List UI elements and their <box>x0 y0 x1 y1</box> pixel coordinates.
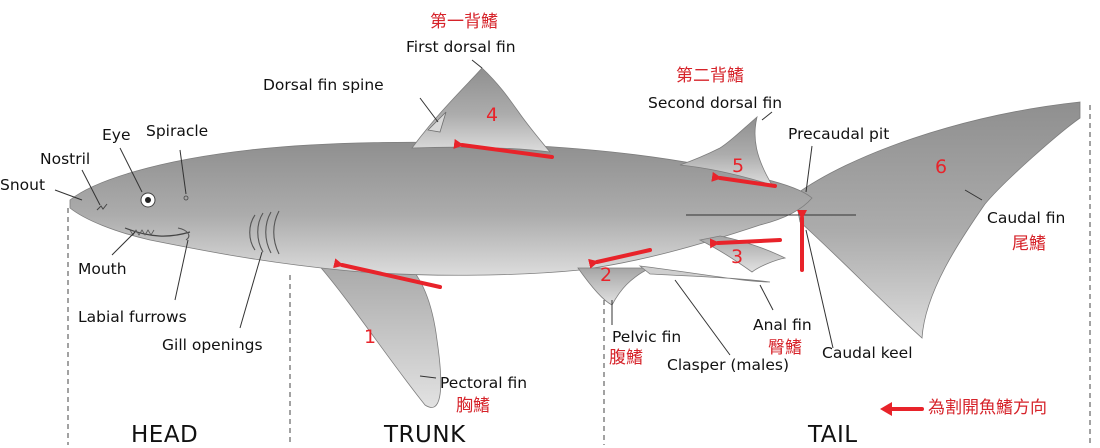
label-clasper: Clasper (males) <box>667 358 789 374</box>
fin-number-3: 3 <box>731 248 743 267</box>
pelvic-fin-shape <box>578 268 650 305</box>
label-zh-first-dorsal-fin: 第一背鰭 <box>430 14 498 31</box>
legend: 為割開魚鰭方向 <box>878 400 1047 417</box>
label-zh-pectoral-fin: 胸鰭 <box>456 398 490 415</box>
label-pectoral-fin: Pectoral fin <box>440 376 527 392</box>
label-snout: Snout <box>0 178 45 194</box>
label-nostril: Nostril <box>40 152 90 168</box>
label-first-dorsal-fin: First dorsal fin <box>406 40 516 56</box>
fin-number-6: 6 <box>935 158 947 177</box>
label-dorsal-fin-spine: Dorsal fin spine <box>263 78 384 94</box>
label-anal-fin: Anal fin <box>753 318 812 334</box>
red-left-arrow-icon <box>878 401 924 417</box>
label-precaudal-pit: Precaudal pit <box>788 127 889 143</box>
first-dorsal-fin-shape <box>412 68 550 152</box>
section-trunk: TRUNK <box>384 424 466 447</box>
label-caudal-keel: Caudal keel <box>822 346 913 362</box>
fin-number-4: 4 <box>486 106 498 125</box>
label-zh-pelvic-fin: 腹鰭 <box>609 350 643 367</box>
label-gill-openings: Gill openings <box>162 338 263 354</box>
label-zh-anal-fin: 臀鰭 <box>768 340 802 357</box>
label-second-dorsal-fin: Second dorsal fin <box>648 96 782 112</box>
legend-text: 為割開魚鰭方向 <box>928 400 1047 417</box>
label-caudal-fin: Caudal fin <box>987 211 1065 227</box>
fin-number-2: 2 <box>600 266 612 285</box>
label-pelvic-fin: Pelvic fin <box>612 330 681 346</box>
label-zh-second-dorsal-fin: 第二背鰭 <box>676 68 744 85</box>
section-tail: TAIL <box>808 424 858 447</box>
label-mouth: Mouth <box>78 262 127 278</box>
label-spiracle: Spiracle <box>146 124 208 140</box>
fin-number-5: 5 <box>732 157 744 176</box>
fin-number-1: 1 <box>364 328 376 347</box>
label-labial-furrows: Labial furrows <box>78 310 187 326</box>
label-eye: Eye <box>102 128 131 144</box>
label-zh-caudal-fin: 尾鰭 <box>1012 236 1046 253</box>
section-head: HEAD <box>131 424 198 447</box>
